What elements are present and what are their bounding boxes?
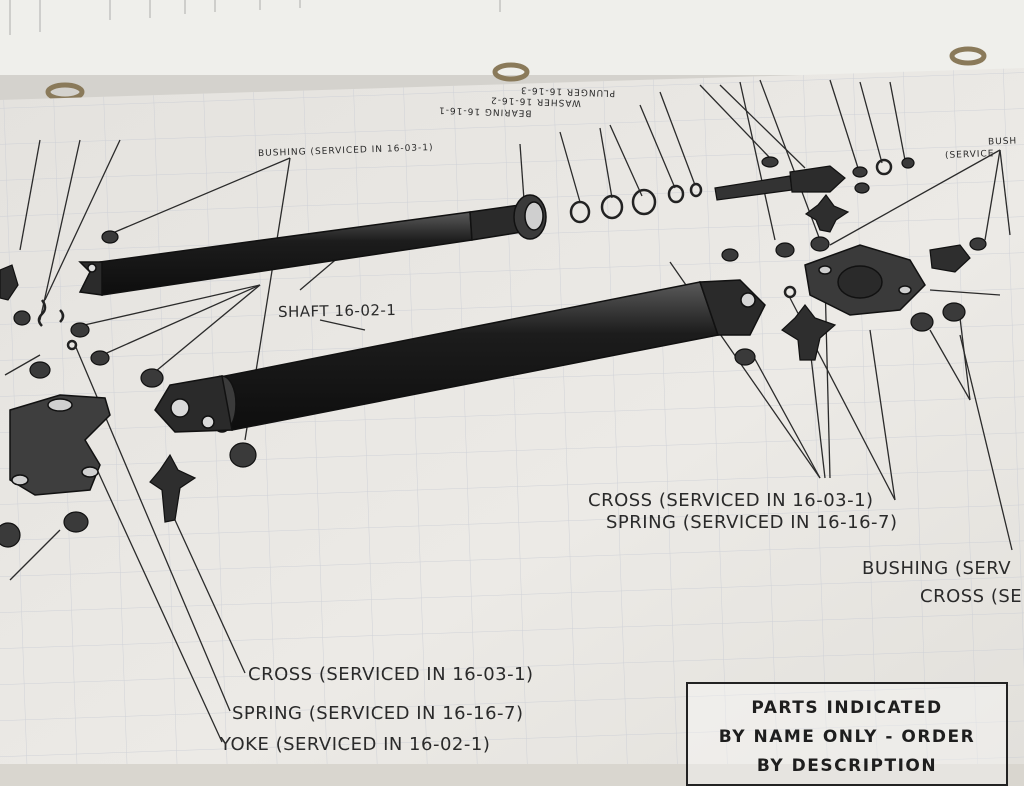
notice-line-1: PARTS INDICATED bbox=[751, 698, 943, 718]
label-bush-right-top: BUSH bbox=[987, 136, 1018, 148]
cross-joints bbox=[0, 194, 971, 523]
notice-line-3: BY DESCRIPTION bbox=[756, 756, 938, 776]
label-serviced-right-top: (SERVICE bbox=[944, 149, 995, 161]
rings bbox=[37, 158, 893, 351]
slip-yoke-upper bbox=[714, 165, 846, 201]
parts-notice-box: PARTS INDICATED BY NAME ONLY - ORDER BY … bbox=[686, 682, 1008, 786]
flange-yoke-right bbox=[804, 244, 926, 316]
label-spring-mid: SPRING (SERVICED IN 16-16-7) bbox=[606, 512, 898, 533]
label-shaft: SHAFT 16-02-1 bbox=[277, 300, 397, 322]
label-spring-bottom: SPRING (SERVICED IN 16-16-7) bbox=[232, 703, 524, 724]
yoke-left bbox=[9, 394, 111, 496]
bushings bbox=[0, 156, 987, 548]
label-bushing-right: BUSHING (SERV bbox=[862, 558, 1012, 579]
upper-shaft bbox=[78, 194, 547, 296]
label-yoke-bottom: YOKE (SERVICED IN 16-02-1) bbox=[220, 734, 491, 755]
notice-line-2: BY NAME ONLY - ORDER bbox=[718, 727, 976, 747]
catalog-photo bbox=[0, 0, 1024, 764]
leader-lines bbox=[4, 79, 1013, 743]
lower-shaft bbox=[154, 279, 766, 433]
label-cross-mid: CROSS (SERVICED IN 16-03-1) bbox=[588, 490, 874, 511]
background-page-lines bbox=[9, 0, 501, 35]
label-cross-bottom: CROSS (SERVICED IN 16-03-1) bbox=[248, 664, 534, 685]
label-cross-right: CROSS (SE bbox=[920, 586, 1023, 607]
